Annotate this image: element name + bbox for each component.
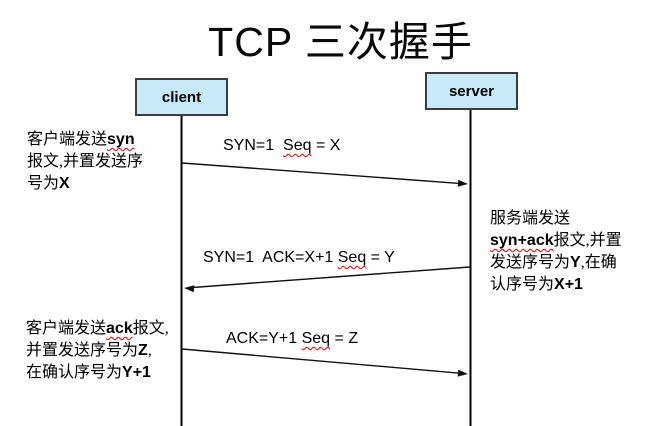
message-label-synack-text: SYN=1 ACK=X+1 [203,249,338,266]
annotation-line: 认序号为X+1 [490,274,622,296]
annotation-text: 发送序号为 [490,254,571,271]
ack-arrowhead-icon [457,369,468,377]
annotation-text: , [147,342,152,359]
annotation-line: 报文,并置发送序 [27,151,143,173]
annotation-term: X [59,175,70,192]
server-actor-label: server [448,82,495,100]
annotation-term: Y+1 [122,364,151,381]
message-label-ack-text-tail: = Z [330,330,359,347]
diagram-title: TCP 三次握手 [208,19,473,65]
annotation-client-ack: 客户端发送ack报文, 并置发送序号为Z, 在确认序号为Y+1 [26,318,169,384]
message-label-synack-text-tail: = Y [366,249,395,266]
message-label-syn: SYN=1 Seq = X [223,137,340,155]
annotation-text: 并置发送序号为 [26,342,139,359]
annotation-line: 号为X [27,173,143,195]
annotation-line: syn+ack报文,并置 [490,230,622,252]
annotation-term: Y [570,254,581,271]
annotation-text: 报文,并置发送序 [27,153,144,170]
server-actor-box: server [425,72,518,110]
message-label-ack-wavy-text: Seq [301,330,331,347]
ack-arrow-line [181,348,460,374]
message-label-syn-text-tail: = X [311,137,341,154]
annotation-client-syn: 客户端发送syn 报文,并置发送序 号为X [27,129,143,195]
annotation-text: ,在确 [580,254,617,271]
annotation-text: 客户端发送 [26,320,107,337]
annotation-line: 客户端发送ack报文, [26,318,169,340]
annotation-text: 在确认序号为 [26,364,123,381]
message-label-synack: SYN=1 ACK=X+1 Seq = Y [203,249,395,267]
annotation-line: 在确认序号为Y+1 [26,362,169,384]
annotation-text: 报文,并置 [553,232,622,249]
annotation-text: 认序号为 [490,276,555,293]
synack-arrow-line [192,266,471,289]
message-label-synack-wavy-text: Seq [337,249,367,266]
message-label-syn-text: SYN=1 [223,137,284,154]
synack-arrowhead-icon [184,285,195,293]
client-actor-label: client [161,88,202,106]
annotation-text: 报文, [132,320,169,337]
annotation-text: 客户端发送 [27,131,108,148]
message-label-ack-text: ACK=Y+1 [226,330,302,347]
annotation-term: Z [138,342,148,359]
syn-arrow-line [181,162,460,185]
syn-arrowhead-icon [457,179,468,187]
message-label-syn-wavy-text: Seq [283,137,312,154]
annotation-text: 服务端发送 [490,210,571,227]
annotation-term: X+1 [554,276,583,293]
message-label-ack: ACK=Y+1 Seq = Z [226,330,358,348]
annotation-line: 发送序号为Y,在确 [490,252,622,274]
client-actor-box: client [135,78,228,116]
annotation-term: syn+ack [490,232,554,249]
annotation-term: ack [106,320,133,337]
annotation-server-synack: 服务端发送 syn+ack报文,并置 发送序号为Y,在确 认序号为X+1 [490,208,622,296]
annotation-line: 客户端发送syn [27,129,143,151]
annotation-line: 并置发送序号为Z, [26,340,169,362]
annotation-line: 服务端发送 [490,208,622,230]
annotation-term: syn [107,131,135,148]
annotation-text: 号为 [27,175,60,192]
